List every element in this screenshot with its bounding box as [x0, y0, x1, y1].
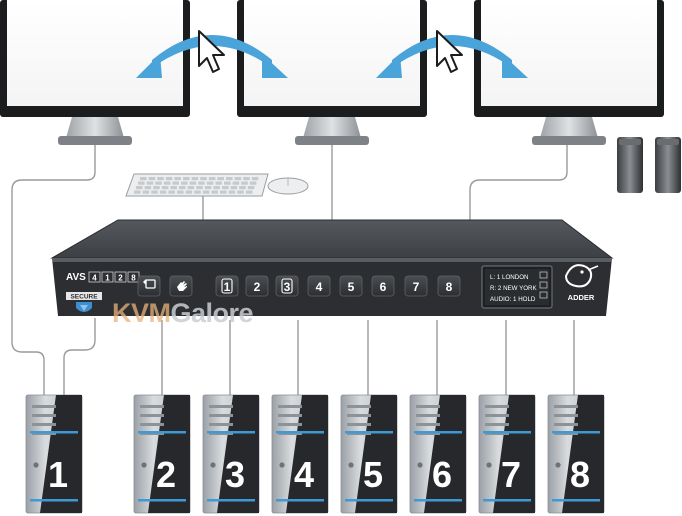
port-button-2[interactable]: 2: [245, 275, 269, 297]
computer-number: 8: [570, 454, 590, 495]
lcd-line: L: 1 LONDON: [490, 274, 529, 281]
lcd-line: AUDIO: 1 HOLD: [490, 296, 536, 303]
cable-monitor-left: [11, 145, 96, 395]
secure-badge: SECURE: [66, 292, 102, 312]
kvm-switch: AVS 4 1 2 8 SECURE: [50, 219, 614, 316]
port-button-label: 6: [380, 280, 387, 294]
cables: [11, 145, 575, 395]
cable-switch-pc1b: [63, 318, 96, 395]
port-button-3[interactable]: 3: [275, 275, 299, 297]
model-digit: 4: [92, 274, 97, 283]
curved-double-arrow-icon: [136, 35, 288, 78]
computer-number: 6: [432, 454, 452, 495]
computer-tower-3: 3: [202, 394, 260, 514]
mouse: [267, 177, 309, 195]
adder-snake-logo-icon: [564, 264, 599, 288]
model-digit: 1: [105, 274, 110, 283]
mouse-pointer-icon: [436, 30, 463, 73]
lcd-line: R: 2 NEW YORK: [490, 285, 538, 292]
port-button-label: 1: [224, 280, 231, 294]
secure-badge-text: SECURE: [70, 294, 98, 301]
computer-towers: 1 2 3 4 5 6 7 8: [25, 394, 605, 514]
model-digit: 8: [131, 274, 136, 283]
computer-number: 7: [501, 454, 521, 495]
lcd-display: L: 1 LONDON R: 2 NEW YORK AUDIO: 1 HOLD: [481, 265, 553, 309]
monitor-left: [0, 0, 190, 145]
port-button-7[interactable]: 7: [404, 275, 428, 297]
computer-number: 5: [363, 454, 383, 495]
model-digit: 2: [118, 274, 123, 283]
port-button-8[interactable]: 8: [437, 275, 461, 297]
computer-number: 4: [294, 454, 314, 495]
computer-tower-1: 1: [25, 394, 83, 514]
hand-icon: [177, 281, 187, 291]
computer-tower-7: 7: [478, 394, 536, 514]
model-letters: AVS: [66, 272, 86, 283]
speaker-left: [617, 137, 643, 193]
computer-tower-6: 6: [409, 394, 467, 514]
mouse-pointer-icon: [198, 30, 225, 73]
computer-number: 3: [225, 454, 245, 495]
hand-button[interactable]: [169, 275, 193, 297]
speaker-right: [655, 137, 681, 193]
port-button-1[interactable]: 1: [215, 275, 239, 297]
port-button-6[interactable]: 6: [371, 275, 395, 297]
monitor-switch-icon: [143, 279, 156, 289]
port-button-label: 4: [316, 280, 323, 294]
port-button-5[interactable]: 5: [339, 275, 363, 297]
monitor-right: [474, 0, 664, 145]
computer-tower-4: 4: [271, 394, 329, 514]
port-button-label: 7: [413, 280, 420, 294]
brand-name: ADDER: [568, 293, 595, 302]
keyboard: [125, 173, 269, 197]
computer-tower-5: 5: [340, 394, 398, 514]
port-button-4[interactable]: 4: [307, 275, 331, 297]
curved-double-arrow-icon: [376, 35, 528, 78]
model-digits: 4 1 2 8: [88, 271, 140, 283]
port-button-label: 3: [284, 280, 291, 294]
monitor-center: [237, 0, 427, 145]
computer-tower-2: 2: [133, 394, 191, 514]
port-button-label: 2: [254, 280, 261, 294]
port-button-label: 8: [446, 280, 453, 294]
monitor-switch-button[interactable]: [137, 275, 161, 297]
port-buttons: 1 2 3 4 5 6 7 8: [215, 275, 461, 297]
port-button-label: 5: [348, 280, 355, 294]
computer-tower-8: 8: [547, 394, 605, 514]
computer-number: 2: [156, 454, 176, 495]
cable-monitor-right: [469, 145, 568, 220]
computer-number: 1: [48, 454, 68, 495]
